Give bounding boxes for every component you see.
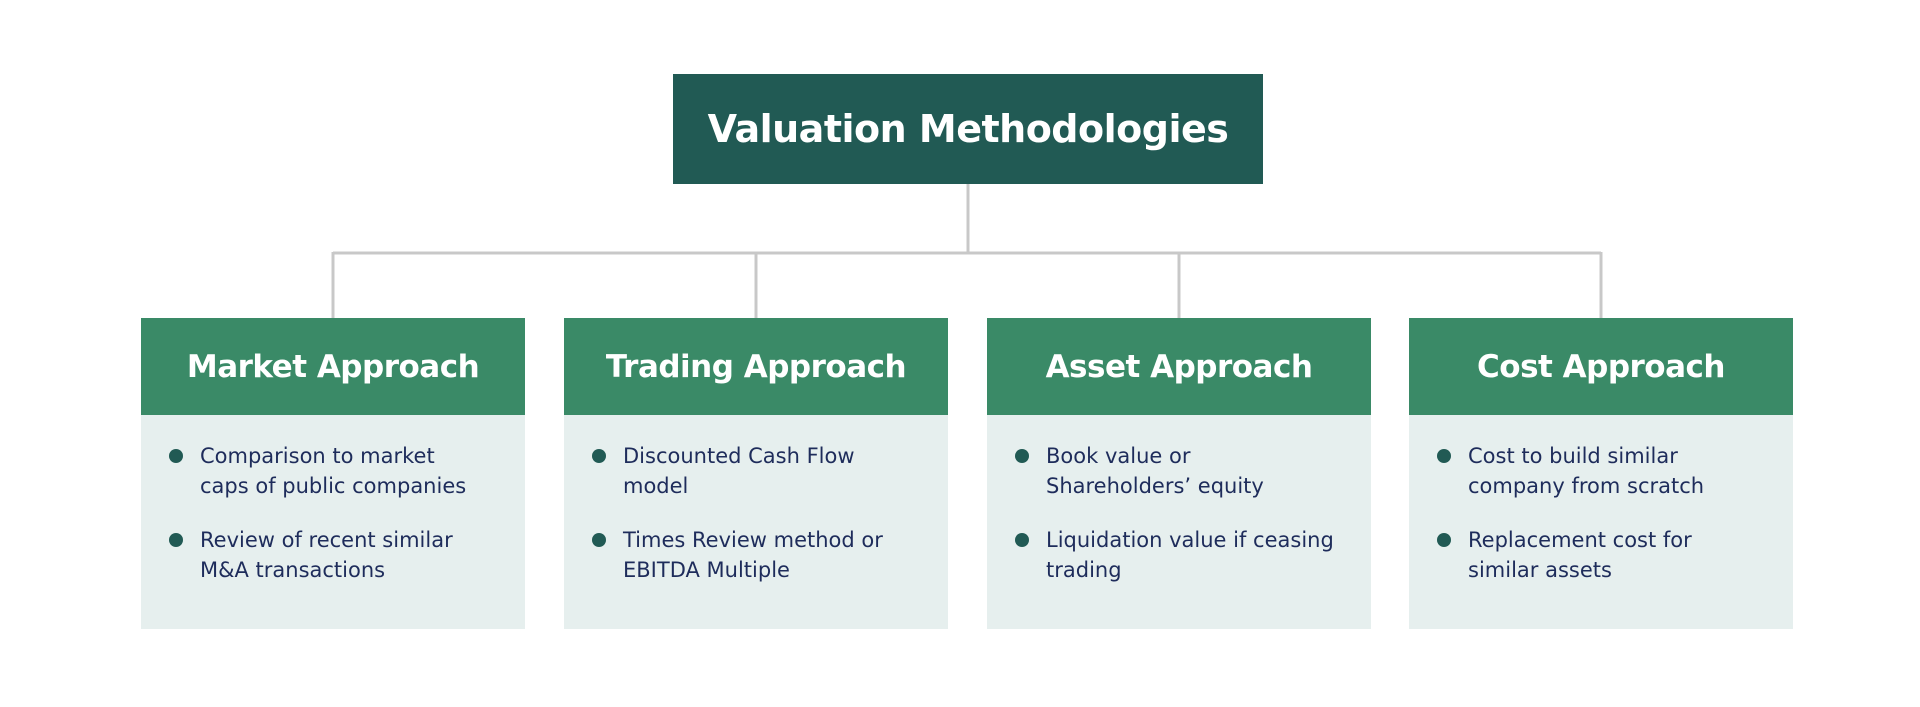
bullet-text: Times Review method or EBITDA Multiple: [623, 528, 883, 582]
card-header: Asset Approach: [987, 318, 1371, 415]
bullet-item: Replacement cost for similar assets: [1437, 525, 1773, 585]
bullet-item: Book value or Shareholders’ equity: [1015, 441, 1351, 501]
diagram-title: Valuation Methodologies: [707, 107, 1229, 151]
bullet-text: Comparison to market caps of public comp…: [200, 444, 467, 498]
bullet-dot-icon: [1437, 449, 1451, 463]
bullet-dot-icon: [169, 533, 183, 547]
bullet-item: Review of recent similar M&A transaction…: [169, 525, 505, 585]
bullet-item: Cost to build similar company from scrat…: [1437, 441, 1773, 501]
bullet-text: Liquidation value if ceasing trading: [1046, 528, 1334, 582]
card-body: Cost to build similar company from scrat…: [1409, 415, 1793, 629]
card-trading-approach: Trading Approach Discounted Cash Flow mo…: [564, 318, 948, 629]
bullet-text: Replacement cost for similar assets: [1468, 528, 1692, 582]
card-asset-approach: Asset Approach Book value or Shareholder…: [987, 318, 1371, 629]
card-title: Market Approach: [186, 348, 480, 385]
card-body: Discounted Cash Flow model Times Review …: [564, 415, 948, 629]
bullet-dot-icon: [1015, 533, 1029, 547]
bullet-dot-icon: [1015, 449, 1029, 463]
bullet-dot-icon: [1437, 533, 1451, 547]
bullet-dot-icon: [592, 449, 606, 463]
bullet-text: Cost to build similar company from scrat…: [1468, 444, 1705, 498]
bullet-item: Comparison to market caps of public comp…: [169, 441, 505, 501]
card-header: Cost Approach: [1409, 318, 1793, 415]
card-title: Trading Approach: [605, 348, 907, 385]
bullet-text: Review of recent similar M&A transaction…: [200, 528, 453, 582]
card-title: Asset Approach: [1045, 348, 1313, 385]
card-title: Cost Approach: [1477, 348, 1725, 385]
card-market-approach: Market Approach Comparison to market cap…: [141, 318, 525, 629]
bullet-text: Book value or Shareholders’ equity: [1046, 444, 1264, 498]
card-cost-approach: Cost Approach Cost to build similar comp…: [1409, 318, 1793, 629]
bullet-item: Liquidation value if ceasing trading: [1015, 525, 1351, 585]
card-body: Comparison to market caps of public comp…: [141, 415, 525, 629]
bullet-text: Discounted Cash Flow model: [623, 444, 855, 498]
card-body: Book value or Shareholders’ equity Liqui…: [987, 415, 1371, 629]
bullet-item: Times Review method or EBITDA Multiple: [592, 525, 928, 585]
root-node: Valuation Methodologies: [673, 74, 1263, 184]
bullet-item: Discounted Cash Flow model: [592, 441, 928, 501]
card-header: Market Approach: [141, 318, 525, 415]
bullet-dot-icon: [169, 449, 183, 463]
card-header: Trading Approach: [564, 318, 948, 415]
bullet-dot-icon: [592, 533, 606, 547]
